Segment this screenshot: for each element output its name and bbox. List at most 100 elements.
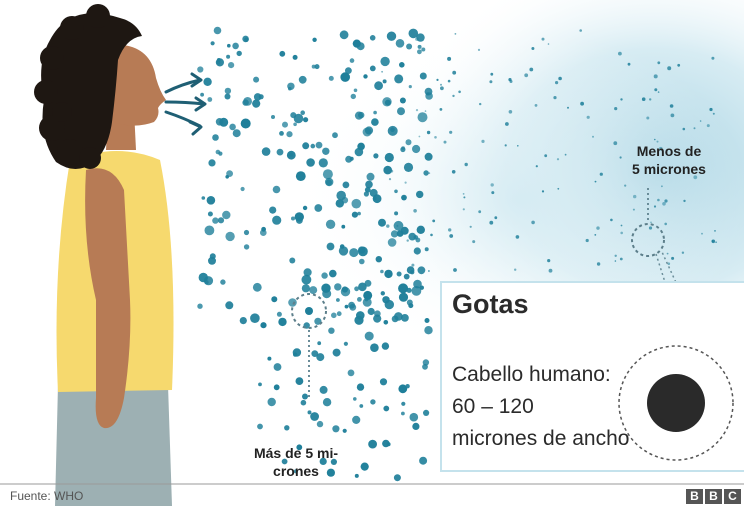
droplet [293, 122, 297, 127]
droplet [413, 235, 419, 240]
droplet [524, 73, 529, 78]
droplet [412, 144, 421, 154]
droplet [649, 98, 652, 101]
droplet [646, 116, 650, 120]
droplet [197, 303, 203, 309]
droplet [243, 244, 250, 250]
droplet [409, 412, 419, 422]
droplet [312, 37, 317, 42]
droplet [515, 235, 520, 239]
droplet [627, 62, 631, 66]
droplet [363, 74, 368, 79]
droplet [372, 194, 382, 204]
droplet [490, 72, 494, 76]
droplet [271, 115, 275, 119]
droplet [439, 108, 443, 111]
droplet [458, 90, 461, 94]
droplet [342, 428, 347, 433]
droplet [213, 26, 222, 35]
droplet [273, 363, 282, 371]
droplet [345, 67, 352, 74]
droplet [328, 75, 334, 81]
droplet [592, 135, 594, 138]
exhale-arrows-icon [164, 72, 207, 136]
droplet [398, 384, 408, 394]
droplet [353, 397, 357, 401]
droplet [253, 93, 262, 101]
droplet [440, 86, 444, 91]
droplet [332, 132, 338, 139]
droplet [366, 172, 375, 181]
droplet [272, 185, 281, 194]
droplet [349, 58, 355, 63]
droplet [382, 296, 390, 304]
droplet [314, 64, 320, 70]
droplet [269, 206, 277, 214]
droplet [398, 283, 409, 294]
droplet [653, 205, 657, 208]
droplet [364, 331, 374, 341]
droplet [396, 271, 402, 277]
droplet [508, 78, 512, 82]
droplet [394, 74, 404, 84]
droplet [666, 252, 669, 255]
droplet [463, 196, 466, 199]
droplet [295, 171, 306, 182]
droplet [373, 153, 379, 159]
source-credit: Fuente: WHO [10, 489, 84, 503]
droplet [332, 348, 341, 357]
droplet [415, 37, 419, 41]
droplet [336, 311, 342, 317]
droplet [386, 442, 391, 447]
droplet [300, 399, 307, 406]
droplet [401, 411, 405, 416]
droplet [406, 43, 413, 50]
droplet [224, 87, 232, 95]
droplet [452, 70, 457, 75]
droplet [418, 135, 421, 138]
droplet [432, 219, 436, 223]
droplet [319, 385, 328, 394]
droplet [225, 301, 234, 310]
droplet [288, 298, 297, 307]
droplet [203, 276, 214, 286]
droplet [316, 353, 325, 362]
droplet [243, 229, 250, 236]
droplet [529, 67, 534, 72]
droplet [290, 112, 297, 119]
droplet [701, 232, 703, 235]
droplet [426, 92, 430, 96]
droplet [354, 286, 359, 292]
droplet [341, 197, 349, 204]
droplet [650, 221, 652, 224]
droplet [301, 274, 312, 285]
droplet [699, 120, 702, 122]
large-droplet-magnifier [291, 293, 327, 398]
droplet [514, 268, 517, 271]
droplet [610, 218, 613, 222]
droplet [326, 242, 335, 251]
droplet [693, 127, 696, 130]
droplet [449, 130, 453, 134]
droplet [351, 198, 362, 209]
droplet [276, 311, 282, 317]
droplet-info-box: Gotas Cabello humano: 60 – 120 micrones … [440, 281, 744, 472]
droplet [250, 313, 260, 324]
droplet [401, 195, 407, 200]
droplet [548, 268, 553, 273]
droplet [240, 118, 251, 129]
droplet [271, 296, 278, 303]
droplet [472, 240, 476, 244]
droplet [594, 180, 597, 183]
droplet [310, 143, 316, 149]
droplet [406, 239, 409, 242]
droplet [253, 76, 260, 83]
droplet [558, 76, 562, 81]
droplet [325, 177, 334, 187]
large-droplet [305, 307, 313, 315]
droplet [653, 74, 658, 79]
droplet [292, 348, 302, 357]
droplet [661, 185, 663, 188]
droplet [356, 311, 365, 320]
